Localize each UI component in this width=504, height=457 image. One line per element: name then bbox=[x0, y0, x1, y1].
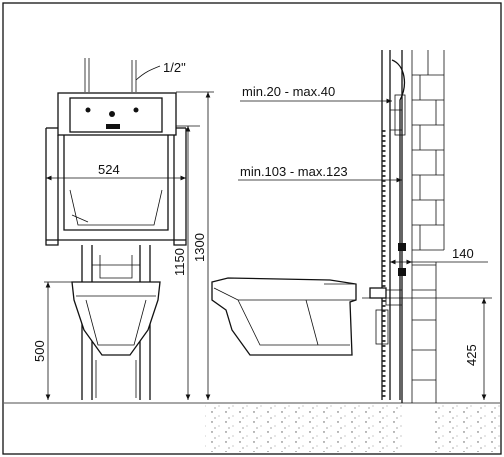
height-1300-label: 1300 bbox=[192, 233, 207, 262]
front-view: 1/2" 524 500 1150 1300 bbox=[32, 58, 214, 400]
bowl-height-label: 500 bbox=[32, 340, 47, 362]
outlet-height-label: 425 bbox=[464, 344, 479, 366]
left-rail bbox=[45, 128, 59, 246]
bowl-front bbox=[71, 281, 161, 356]
wall-140-label: 140 bbox=[452, 246, 474, 261]
bowl-side bbox=[211, 277, 357, 356]
min-max-top-label: min.20 - max.40 bbox=[242, 84, 335, 99]
height-1150-label: 1150 bbox=[172, 248, 187, 276]
floor bbox=[4, 402, 500, 452]
cistern-top bbox=[57, 92, 177, 136]
side-view: min.20 - max.40 min.103 - max.123 140 42… bbox=[211, 50, 492, 403]
min-max-mid-label: min.103 - max.123 bbox=[240, 164, 348, 179]
brick-wall bbox=[401, 50, 445, 403]
pipe-size-label: 1/2" bbox=[163, 60, 186, 75]
frame-width-label: 524 bbox=[98, 162, 120, 177]
right-rail bbox=[173, 128, 187, 246]
